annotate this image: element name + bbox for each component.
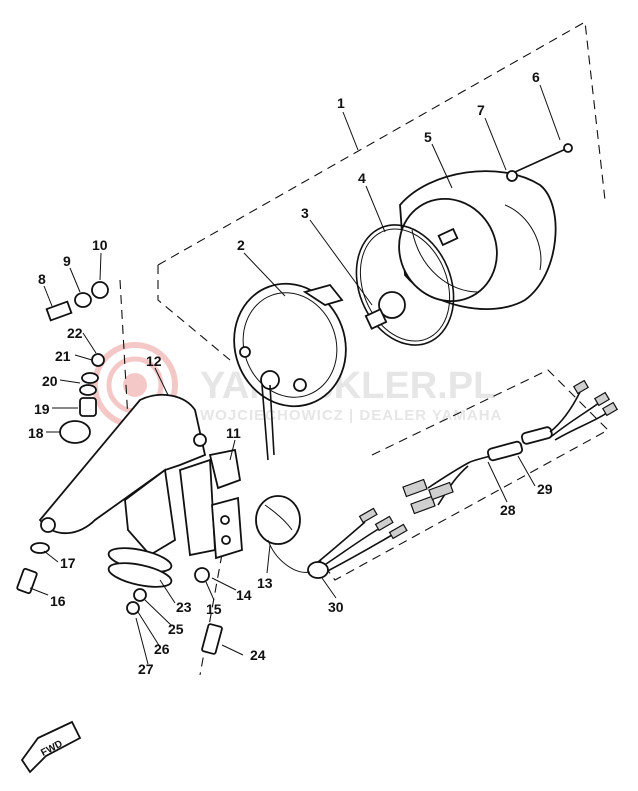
retaining-ring: [355, 224, 455, 346]
callout-25: 25: [168, 621, 184, 637]
callout-23: 23: [176, 599, 192, 615]
screw: [506, 143, 573, 182]
callout-13: 13: [257, 575, 273, 591]
callout-18: 18: [28, 425, 44, 441]
headlight-bracket: [38, 393, 216, 557]
callout-28: 28: [500, 502, 516, 518]
callout-10: 10: [92, 237, 108, 253]
headlight-shell: [398, 170, 557, 310]
callout-24: 24: [250, 647, 266, 663]
leader-lines: [29, 84, 561, 665]
callout-5: 5: [424, 129, 432, 145]
callout-8: 8: [38, 271, 46, 287]
callout-30: 30: [328, 599, 344, 615]
callout-16: 16: [50, 593, 66, 609]
fasteners: [16, 281, 223, 655]
callout-29: 29: [537, 481, 553, 497]
callout-20: 20: [42, 373, 58, 389]
damper-set: [107, 547, 173, 615]
callout-26: 26: [154, 641, 170, 657]
wire-harness: [267, 379, 619, 579]
forward-arrow-icon: FWD: [20, 720, 82, 774]
callout-14: 14: [236, 587, 252, 603]
callouts: 1 2 3 4 5 6 7 8 9 10 11 12 13 14 15 16 1…: [28, 69, 553, 677]
socket-cover: [255, 495, 301, 545]
callout-6: 6: [532, 69, 540, 85]
callout-22: 22: [67, 325, 83, 341]
callout-11: 11: [226, 425, 241, 441]
callout-9: 9: [63, 253, 71, 269]
headlight-unit: [233, 282, 347, 461]
callout-15: 15: [206, 601, 222, 617]
callout-7: 7: [477, 102, 485, 118]
callout-4: 4: [358, 170, 366, 186]
bracket-plate: [208, 448, 243, 560]
callout-27: 27: [138, 661, 154, 677]
callout-19: 19: [34, 401, 50, 417]
callout-17: 17: [60, 555, 76, 571]
callout-21: 21: [55, 348, 71, 364]
callout-12: 12: [146, 353, 162, 369]
bulb: [364, 291, 406, 330]
callout-1: 1: [337, 95, 345, 111]
watermark-subtitle: WOJCIECHOWICZ | DEALER YAMAHA: [200, 407, 502, 424]
assembly-outline: [119, 21, 609, 676]
callout-2: 2: [237, 237, 245, 253]
callout-3: 3: [301, 205, 309, 221]
